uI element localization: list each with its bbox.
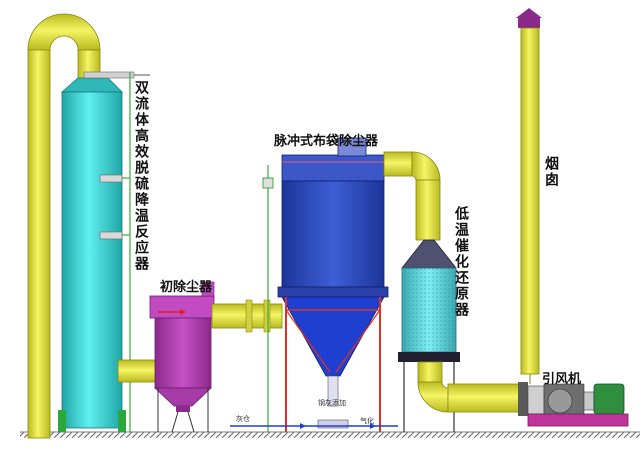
pipe-bagfilter-to-scr: [383, 151, 441, 241]
label-fan: 引风机: [542, 372, 582, 387]
label-gasify: 气化: [360, 417, 374, 425]
pipe-reactor-to-precollector: [117, 359, 159, 383]
pipe-scr-to-fan: [417, 361, 521, 413]
desulfurization-reactor: [58, 71, 150, 432]
label-ash-silo: 灰仓: [236, 415, 250, 423]
bag-filter-instrument-line: [262, 165, 274, 432]
pre-dust-collector: [149, 281, 215, 433]
bag-filter: [277, 137, 389, 432]
label-pre-dust-collector: 初除尘器: [160, 280, 213, 295]
induced-draft-fan: [518, 382, 629, 427]
label-desulfurization-reactor: 双流体高效脱硫降温反应器: [133, 80, 149, 272]
label-scr-reactor: 低温催化还原器: [453, 206, 469, 318]
pipe-precollector-to-bagfilter: [211, 299, 283, 333]
chimney: [516, 8, 542, 384]
intake-pipe: [27, 13, 101, 439]
ash-conveyor: [230, 423, 398, 429]
ground: [20, 431, 640, 438]
label-bag-filter: 脉冲式布袋除尘器: [274, 134, 379, 149]
label-chimney: 烟囱: [543, 156, 559, 188]
label-additive: 钢灰添加: [318, 399, 346, 407]
scr-reactor: [398, 239, 460, 432]
